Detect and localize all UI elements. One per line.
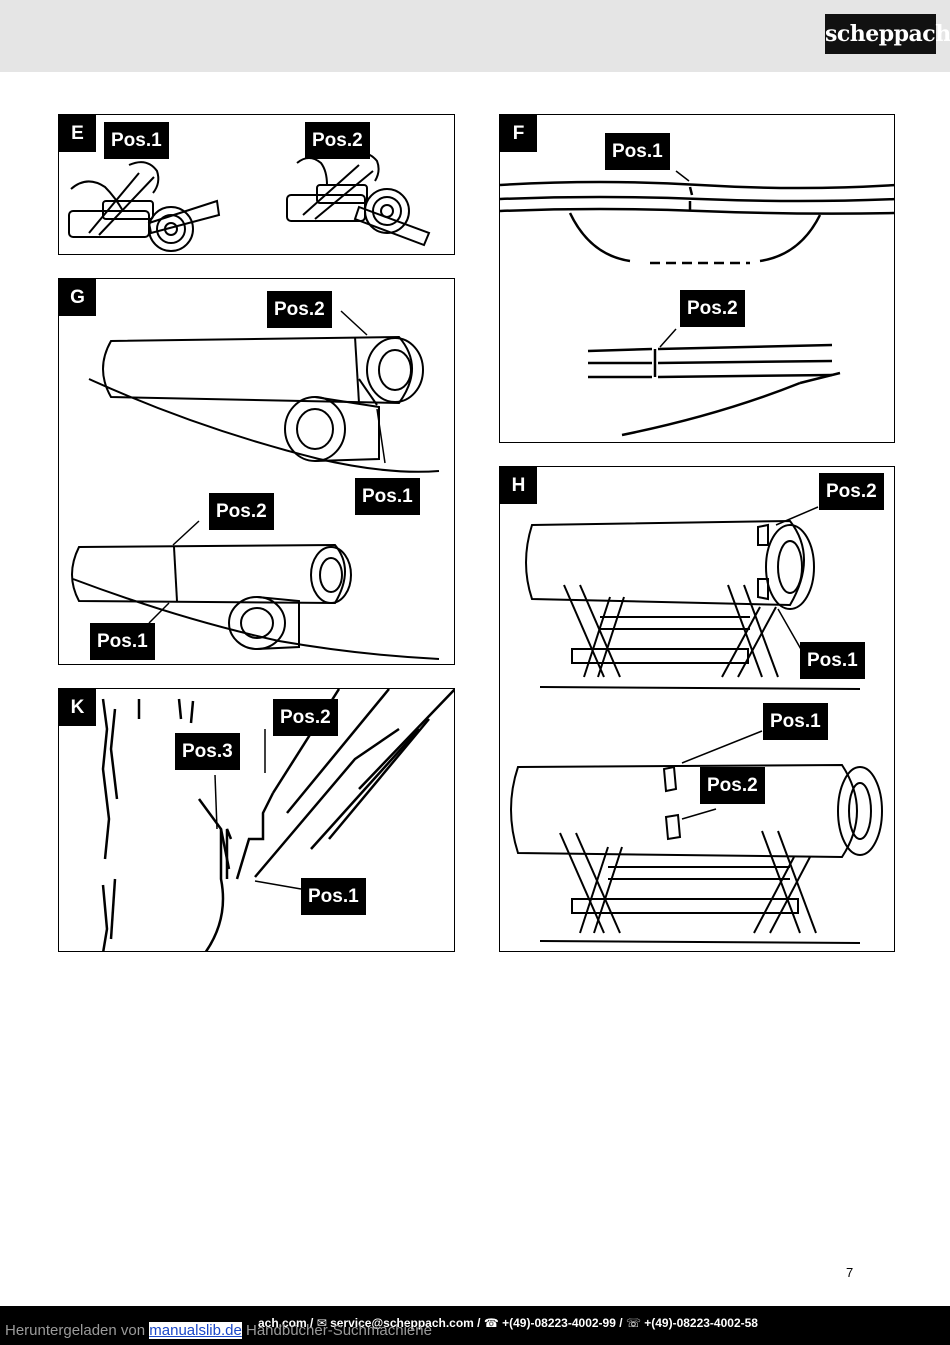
panel-letter: G — [59, 279, 96, 316]
pos-label: Pos.2 — [700, 767, 765, 804]
pos-label: Pos.2 — [819, 473, 884, 510]
panel-letter: F — [500, 115, 537, 152]
pos-label: Pos.1 — [104, 122, 169, 159]
pos-label: Pos.1 — [301, 878, 366, 915]
pos-label: Pos.2 — [680, 290, 745, 327]
page-footer: ach.com / ✉ service@scheppach.com / ☎ +(… — [0, 1306, 950, 1345]
figure-panel-g: G Pos.2 Pos.1 Pos.2 Pos.1 — [58, 278, 455, 665]
chainsaw-cut-illustration — [68, 152, 431, 252]
download-source-banner: Heruntergeladen von manualslib.de Handbü… — [5, 1322, 432, 1339]
pos-label: Pos.1 — [355, 478, 420, 515]
footer-contact-info: ach.com / ✉ service@scheppach.com / ☎ +(… — [258, 1316, 758, 1330]
pos-label: Pos.1 — [763, 703, 828, 740]
pos-label: Pos.2 — [267, 291, 332, 328]
panel-letter: H — [500, 467, 537, 504]
scheppach-logo: scheppach — [825, 14, 950, 54]
pos-label: Pos.2 — [209, 493, 274, 530]
manualslib-link[interactable]: manualslib.de — [149, 1322, 242, 1339]
log-over-ditch-illustration — [500, 170, 894, 437]
log-on-sawhorse-illustration — [510, 506, 883, 944]
log-on-slope-illustration — [71, 310, 440, 660]
page-number: 7 — [846, 1265, 854, 1280]
pos-label: Pos.2 — [305, 122, 370, 159]
panel-letter: E — [59, 115, 96, 152]
pos-label: Pos.1 — [605, 133, 670, 170]
figure-panel-k: K Pos.2 Pos.3 Pos.1 — [58, 688, 455, 952]
download-suffix: Handbücher-Suchmachiene — [241, 1322, 432, 1339]
pos-label: Pos.1 — [90, 623, 155, 660]
figure-panel-h: H Pos.2 Pos.1 Pos.1 Pos.2 — [499, 466, 895, 952]
panel-letter: K — [59, 689, 96, 726]
page-header: scheppach — [0, 0, 950, 72]
download-prefix: Heruntergeladen von — [5, 1322, 150, 1339]
figure-panel-f: F Pos.1 Pos.2 — [499, 114, 895, 443]
pos-label: Pos.3 — [175, 733, 240, 770]
pos-label: Pos.1 — [800, 642, 865, 679]
pos-label: Pos.2 — [273, 699, 338, 736]
figure-panel-e: E Pos.1 Pos.2 — [58, 114, 455, 255]
tree-felling-notch-illustration — [101, 689, 454, 951]
